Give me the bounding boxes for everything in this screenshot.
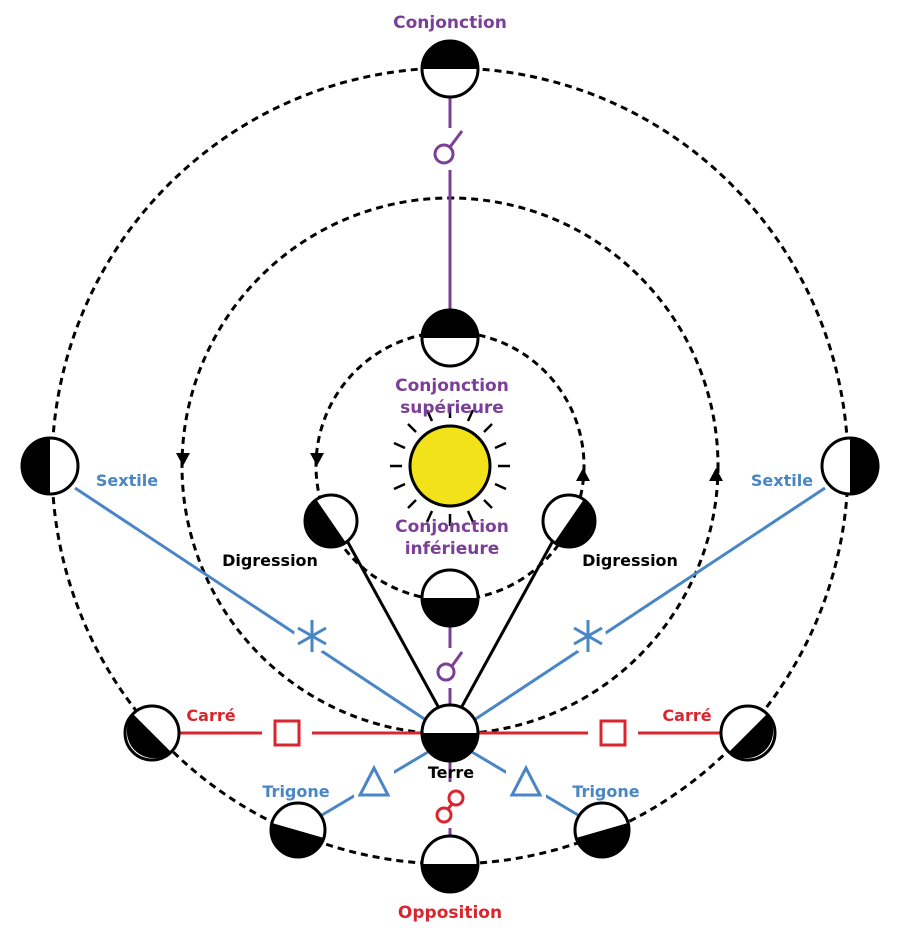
trine-symbol-right xyxy=(509,764,543,797)
sun-icon xyxy=(390,406,510,526)
sextile-line-right xyxy=(467,486,826,726)
digression-line-right xyxy=(458,536,557,711)
label-digression-left: Digression xyxy=(222,551,318,570)
arrow-down-left-middle xyxy=(176,453,190,466)
label-conjunction: Conjonction xyxy=(393,13,507,33)
label-inferior-conjunction-line2: inférieure xyxy=(405,539,500,559)
label-opposition: Opposition xyxy=(398,903,502,923)
sextile-line-left xyxy=(74,486,433,726)
label-earth: Terre xyxy=(428,763,474,782)
planet-square-right xyxy=(719,704,777,762)
digression-line-left xyxy=(343,536,442,711)
arrow-up-right-middle xyxy=(709,468,723,481)
label-digression-right: Digression xyxy=(582,551,678,570)
arrow-up-right-inner xyxy=(576,468,590,481)
arrow-down-left-inner xyxy=(310,453,324,466)
planet-inferior-conjunction xyxy=(420,568,480,628)
label-sextile-right: Sextile xyxy=(751,471,813,490)
planet-sextile-left xyxy=(20,436,80,496)
planet-trine-right xyxy=(573,801,631,859)
planet-digression-right xyxy=(541,493,597,549)
planet-digression-left xyxy=(303,493,359,549)
label-superior-conjunction-line2: supérieure xyxy=(400,398,504,418)
planet-sextile-right xyxy=(820,436,880,496)
square-symbol-left xyxy=(273,719,301,747)
trine-symbol-left xyxy=(357,764,391,797)
label-sextile-left: Sextile xyxy=(96,471,158,490)
sextile-symbol-left xyxy=(297,620,327,652)
opposition-symbol xyxy=(435,789,465,824)
planet-conjunction xyxy=(420,39,480,99)
label-square-right: Carré xyxy=(662,706,711,725)
planet-square-left xyxy=(123,704,181,762)
label-trine-left: Trigone xyxy=(262,782,329,801)
planet-trine-left xyxy=(269,801,327,859)
label-square-left: Carré xyxy=(186,706,235,725)
square-symbol-right xyxy=(599,719,627,747)
conjunction-symbol-top xyxy=(433,130,464,165)
label-trine-right: Trigone xyxy=(572,782,639,801)
planet-opposition xyxy=(420,834,480,894)
conjunction-symbol-bottom xyxy=(436,651,464,682)
planet-earth xyxy=(420,703,480,763)
planet-superior-conjunction xyxy=(420,308,480,368)
label-inferior-conjunction-line1: Conjonction xyxy=(395,517,509,537)
label-superior-conjunction-line1: Conjonction xyxy=(395,376,509,396)
sextile-symbol-right xyxy=(573,620,603,652)
